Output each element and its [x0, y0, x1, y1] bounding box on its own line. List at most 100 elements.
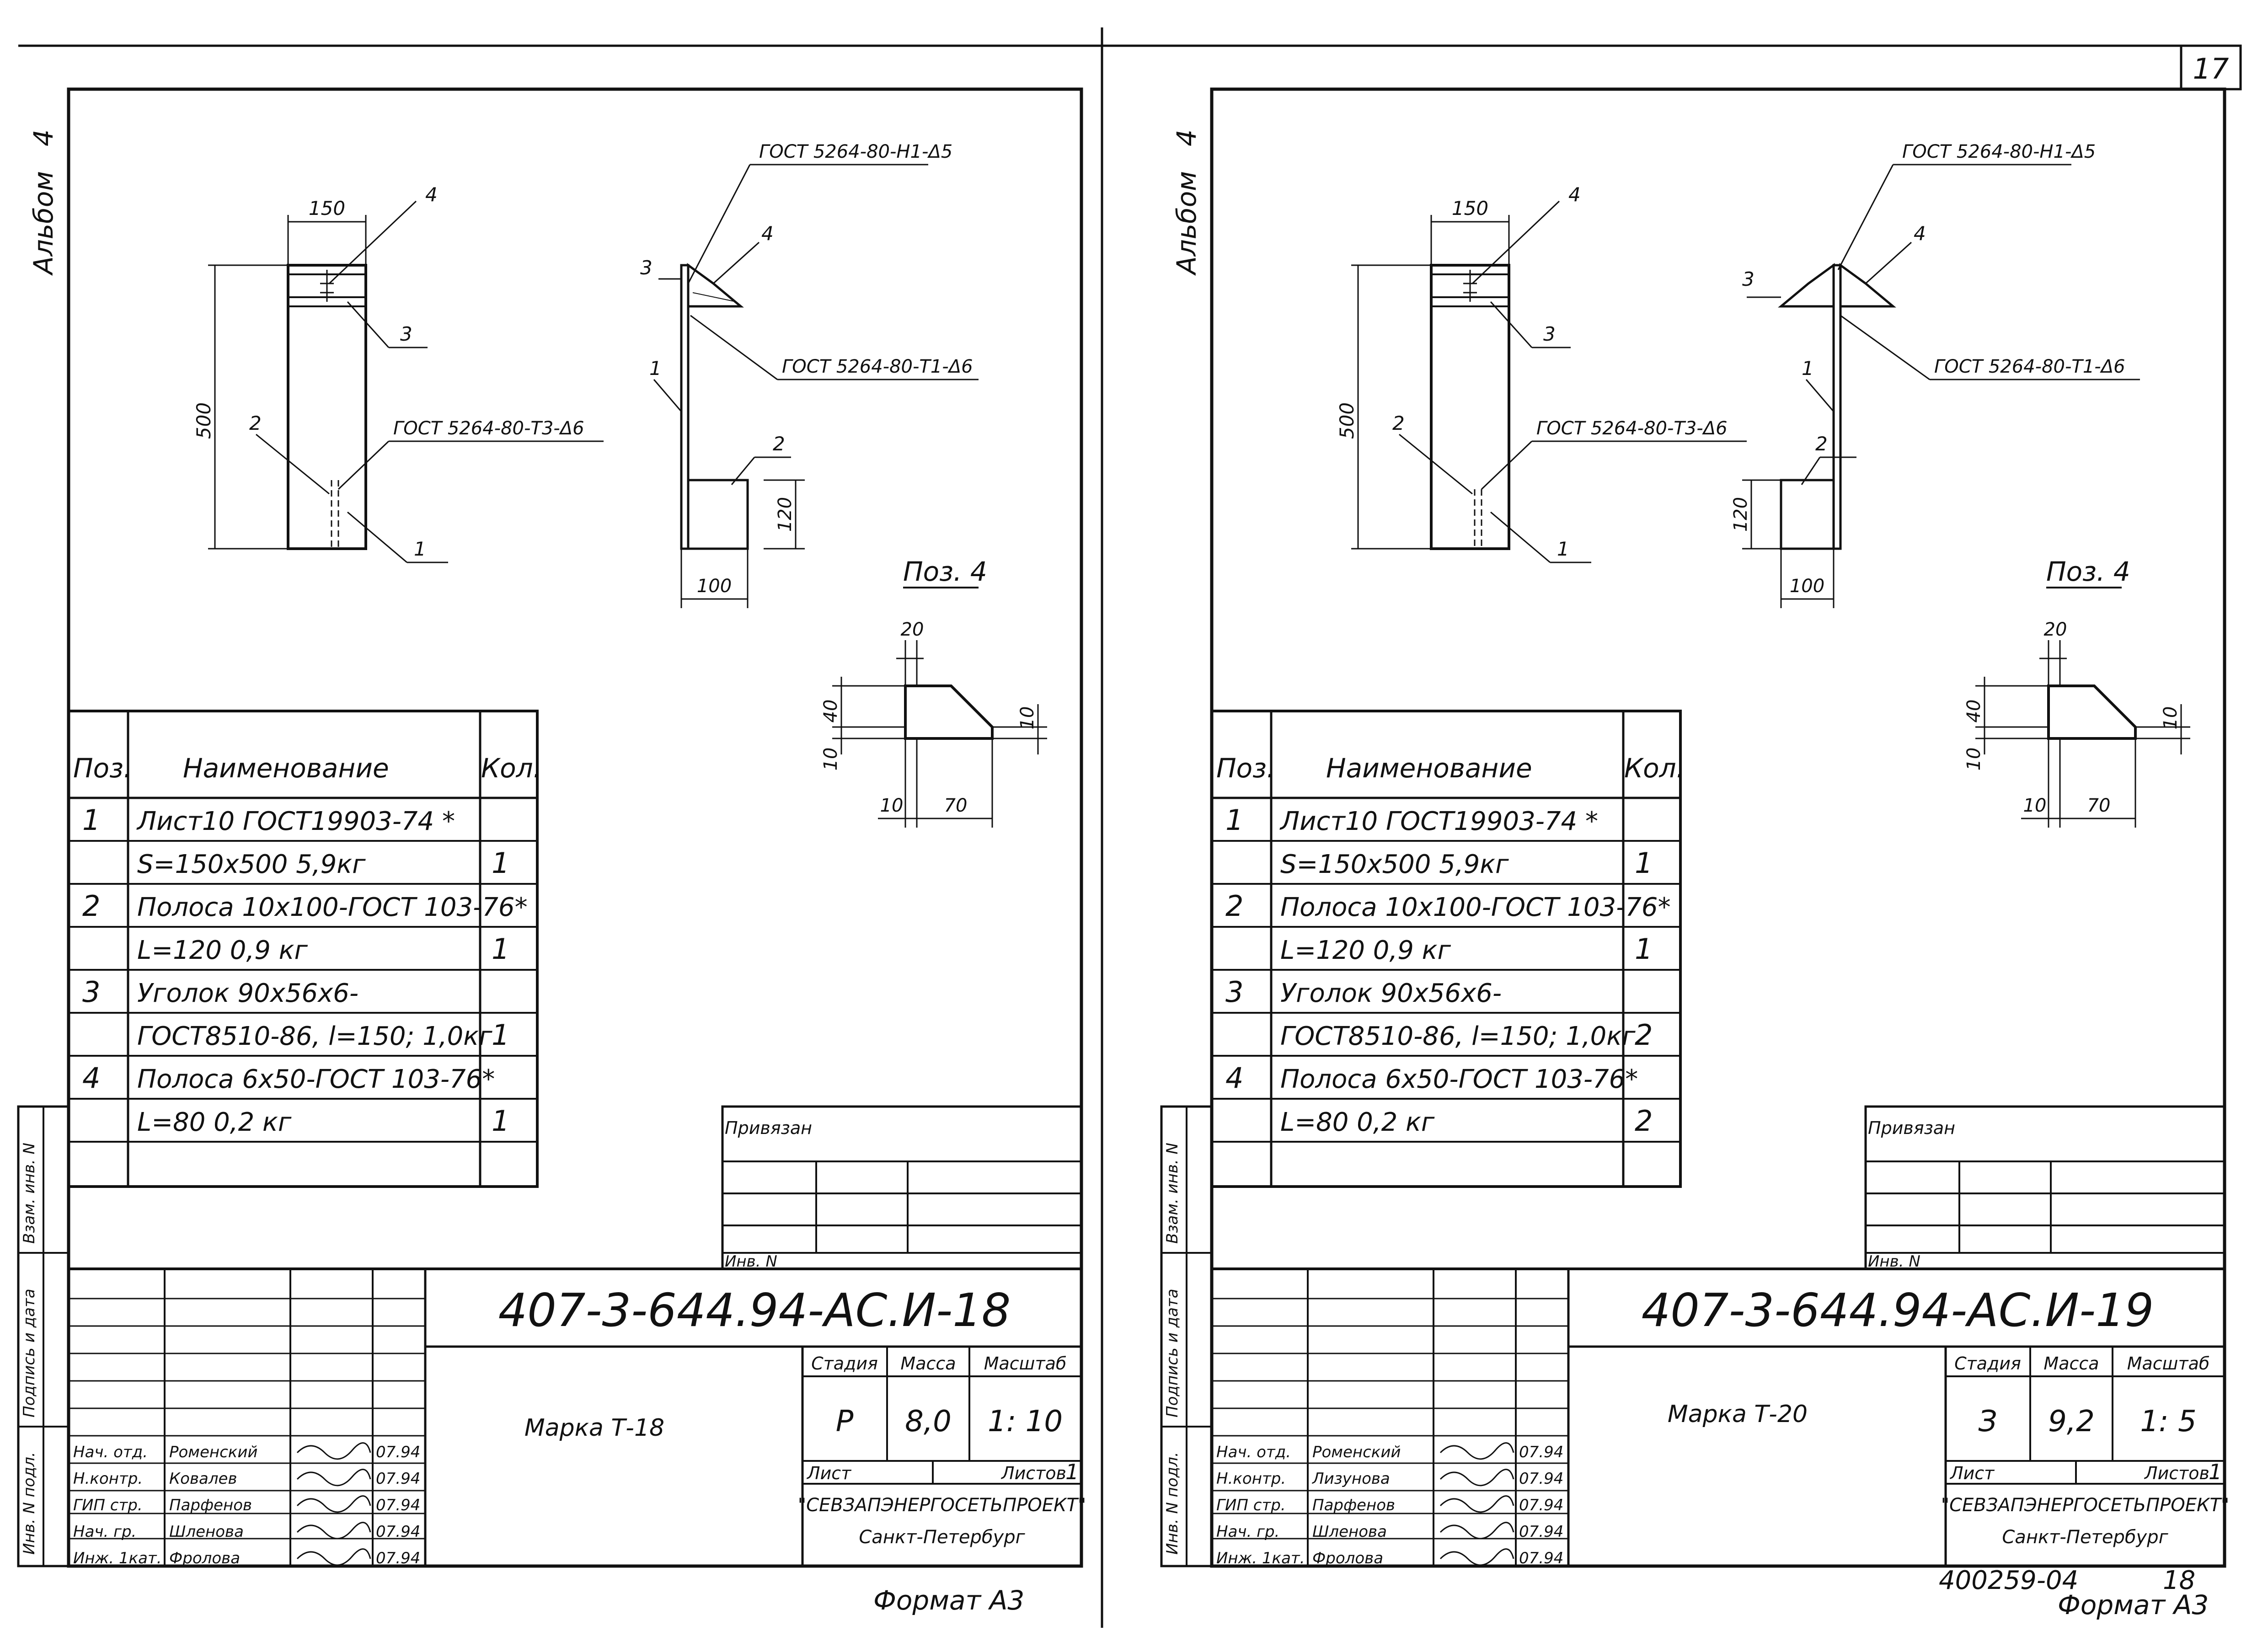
- signature-mark: [296, 1548, 371, 1566]
- dim-width: 150: [1452, 197, 1488, 219]
- dim-height: 500: [193, 402, 215, 439]
- weld-side-t1: ГОСТ 5264-80-Т1-Δ6: [782, 356, 973, 377]
- dim-strip-w: 100: [697, 576, 732, 597]
- album-label: Альбом: [28, 171, 59, 276]
- mass-value: 8,0: [905, 1405, 952, 1438]
- sheets-label: Листов: [1000, 1463, 1066, 1483]
- org-city: Санкт-Петербург: [859, 1527, 1025, 1548]
- dim-strip-h: 120: [1730, 497, 1751, 532]
- spec-row-name: Полоса 6х50-ГОСТ 103-76*: [1280, 1064, 1638, 1094]
- scale-value: 1: 5: [2140, 1405, 2196, 1438]
- doc-code: 407-3-644.94-АС.И-18: [498, 1283, 1011, 1337]
- spec-row-name: S=150х500 5,9кг: [1280, 850, 1509, 879]
- weld-front-t3: ГОСТ 5264-80-Т3-Δ6: [393, 418, 584, 439]
- side-label-sign-date: Подпись и дата: [20, 1289, 38, 1417]
- org-city: Санкт-Петербург: [2002, 1527, 2168, 1548]
- pos-label-4: 4: [1568, 183, 1581, 206]
- doc-mark: Марка Т-18: [524, 1414, 664, 1442]
- signer-name: Лизунова: [1311, 1470, 1390, 1488]
- spec-header-qty: Кол.: [481, 753, 541, 784]
- spec-header-qty: Кол.: [1624, 753, 1685, 784]
- signer-role: Нач. гр.: [1216, 1523, 1279, 1541]
- side-label-sign-date: Подпись и дата: [1163, 1289, 1182, 1417]
- signer-date: 07.94: [376, 1496, 420, 1514]
- signature-mark: [1439, 1442, 1514, 1460]
- weld-top-h: ГОСТ 5264-80-Н1-Δ5: [1902, 141, 2096, 162]
- detail-dim-10c: 10: [1017, 706, 1038, 730]
- signer-name: Фролова: [169, 1549, 240, 1567]
- doc-code: 407-3-644.94-АС.И-19: [1642, 1283, 2154, 1337]
- privyazan-label: Привязан: [1868, 1118, 1955, 1138]
- side-label-inv-original: Инв. N подл.: [20, 1452, 38, 1555]
- weld-top-h: ГОСТ 5264-80-Н1-Δ5: [759, 141, 952, 162]
- side-pos-label-3: 3: [640, 257, 653, 279]
- pos-label-3: 3: [1543, 323, 1556, 345]
- detail-dim-10a: 10: [1963, 748, 1984, 771]
- spec-header-name: Наименование: [1326, 753, 1532, 784]
- sheets-label: Листов: [2144, 1463, 2209, 1483]
- detail-dim-10a: 10: [820, 748, 841, 771]
- side-label-inv-original: Инв. N подл.: [1163, 1452, 1182, 1555]
- spec-row-qty: 1: [1635, 846, 1653, 880]
- signer-date: 07.94: [376, 1523, 420, 1541]
- stage-header: Стадия: [1954, 1353, 2021, 1374]
- signature-mark: [296, 1522, 371, 1540]
- signer-date: 07.94: [1519, 1496, 1563, 1514]
- side-pos-label-2: 2: [1815, 433, 1828, 455]
- spec-row-name: Лист10 ГОСТ19903-74 *: [136, 807, 455, 836]
- album-number: 4: [28, 129, 59, 146]
- stage-value: Р: [836, 1405, 854, 1438]
- mass-header: Масса: [2043, 1353, 2099, 1374]
- stage-value: З: [1978, 1405, 1997, 1438]
- signature-mark: [1439, 1548, 1514, 1566]
- signer-role: Нач. отд.: [1216, 1443, 1291, 1461]
- archive-page: 18: [2163, 1566, 2195, 1595]
- pos-label-1: 1: [414, 538, 426, 560]
- spec-row-name: L=80 0,2 кг: [137, 1107, 292, 1137]
- signer-role: Нач. гр.: [73, 1523, 136, 1541]
- spec-row-name: Полоса 10х100-ГОСТ 103-76*: [1280, 893, 1671, 922]
- mass-header: Масса: [900, 1353, 956, 1374]
- spec-row-name: Полоса 6х50-ГОСТ 103-76*: [137, 1064, 495, 1094]
- spec-row-pos: 3: [1225, 975, 1243, 1009]
- signer-date: 07.94: [1519, 1470, 1563, 1488]
- detail-dim-70: 70: [944, 795, 968, 816]
- signature-mark: [296, 1442, 371, 1460]
- detail-dim-10b: 10: [880, 795, 904, 816]
- detail-dim-top: 20: [901, 619, 924, 640]
- side-pos-label-4: 4: [1914, 222, 1926, 245]
- format-label: Формат А3: [873, 1585, 1024, 1616]
- side-pos-label-2: 2: [773, 433, 785, 455]
- spec-row-pos: 2: [82, 889, 100, 923]
- album-number: 4: [1171, 129, 1202, 146]
- signer-date: 07.94: [376, 1470, 420, 1488]
- spec-row-qty: 2: [1635, 1104, 1653, 1138]
- detail-title: Поз. 4: [903, 556, 987, 587]
- front-view: 150 500 4 3 2 1 ГОСТ 5264-80-Т3-Δ6: [1336, 183, 1747, 563]
- side-view: ГОСТ 5264-80-Н1-Δ5 ГОСТ 5264-80-Т1-Δ6 4 …: [640, 141, 979, 608]
- spec-row-qty: 1: [492, 1104, 509, 1138]
- title-block: Привязан Инв. N 407-3-644.94-АС.И-18 Мар…: [67, 1105, 1086, 1567]
- spec-row-name: Полоса 10х100-ГОСТ 103-76*: [137, 893, 528, 922]
- spec-row-name: Уголок 90х56х6-: [137, 979, 358, 1008]
- stage-header: Стадия: [811, 1353, 878, 1374]
- spec-row-name: L=120 0,9 кг: [1280, 936, 1451, 965]
- signer-role: Инж. 1кат.: [1216, 1549, 1305, 1567]
- detail-pos4: Поз. 4 20 40 10 10 10 70: [1963, 556, 2190, 828]
- detail-dim-40: 40: [1963, 700, 1984, 723]
- spec-row-name: S=150х500 5,9кг: [137, 850, 366, 879]
- scale-header: Масштаб: [984, 1353, 1067, 1374]
- org-name: "СЕВЗАПЭНЕРГОСЕТЬПРОЕКТ": [798, 1495, 1086, 1516]
- signer-role: ГИП стр.: [1216, 1496, 1286, 1514]
- detail-pos4: Поз. 4 20 40 10 10 10 70: [820, 556, 1047, 828]
- signature-mark: [296, 1469, 371, 1487]
- side-label-replace: Взам. инв. N: [20, 1143, 38, 1244]
- spec-row-qty: 1: [1635, 932, 1653, 966]
- org-name: "СЕВЗАПЭНЕРГОСЕТЬПРОЕКТ": [1941, 1495, 2230, 1516]
- detail-dim-10c: 10: [2160, 706, 2181, 730]
- signer-role: ГИП стр.: [73, 1496, 143, 1514]
- detail-title: Поз. 4: [2046, 556, 2130, 587]
- pos-label-2: 2: [1392, 412, 1405, 434]
